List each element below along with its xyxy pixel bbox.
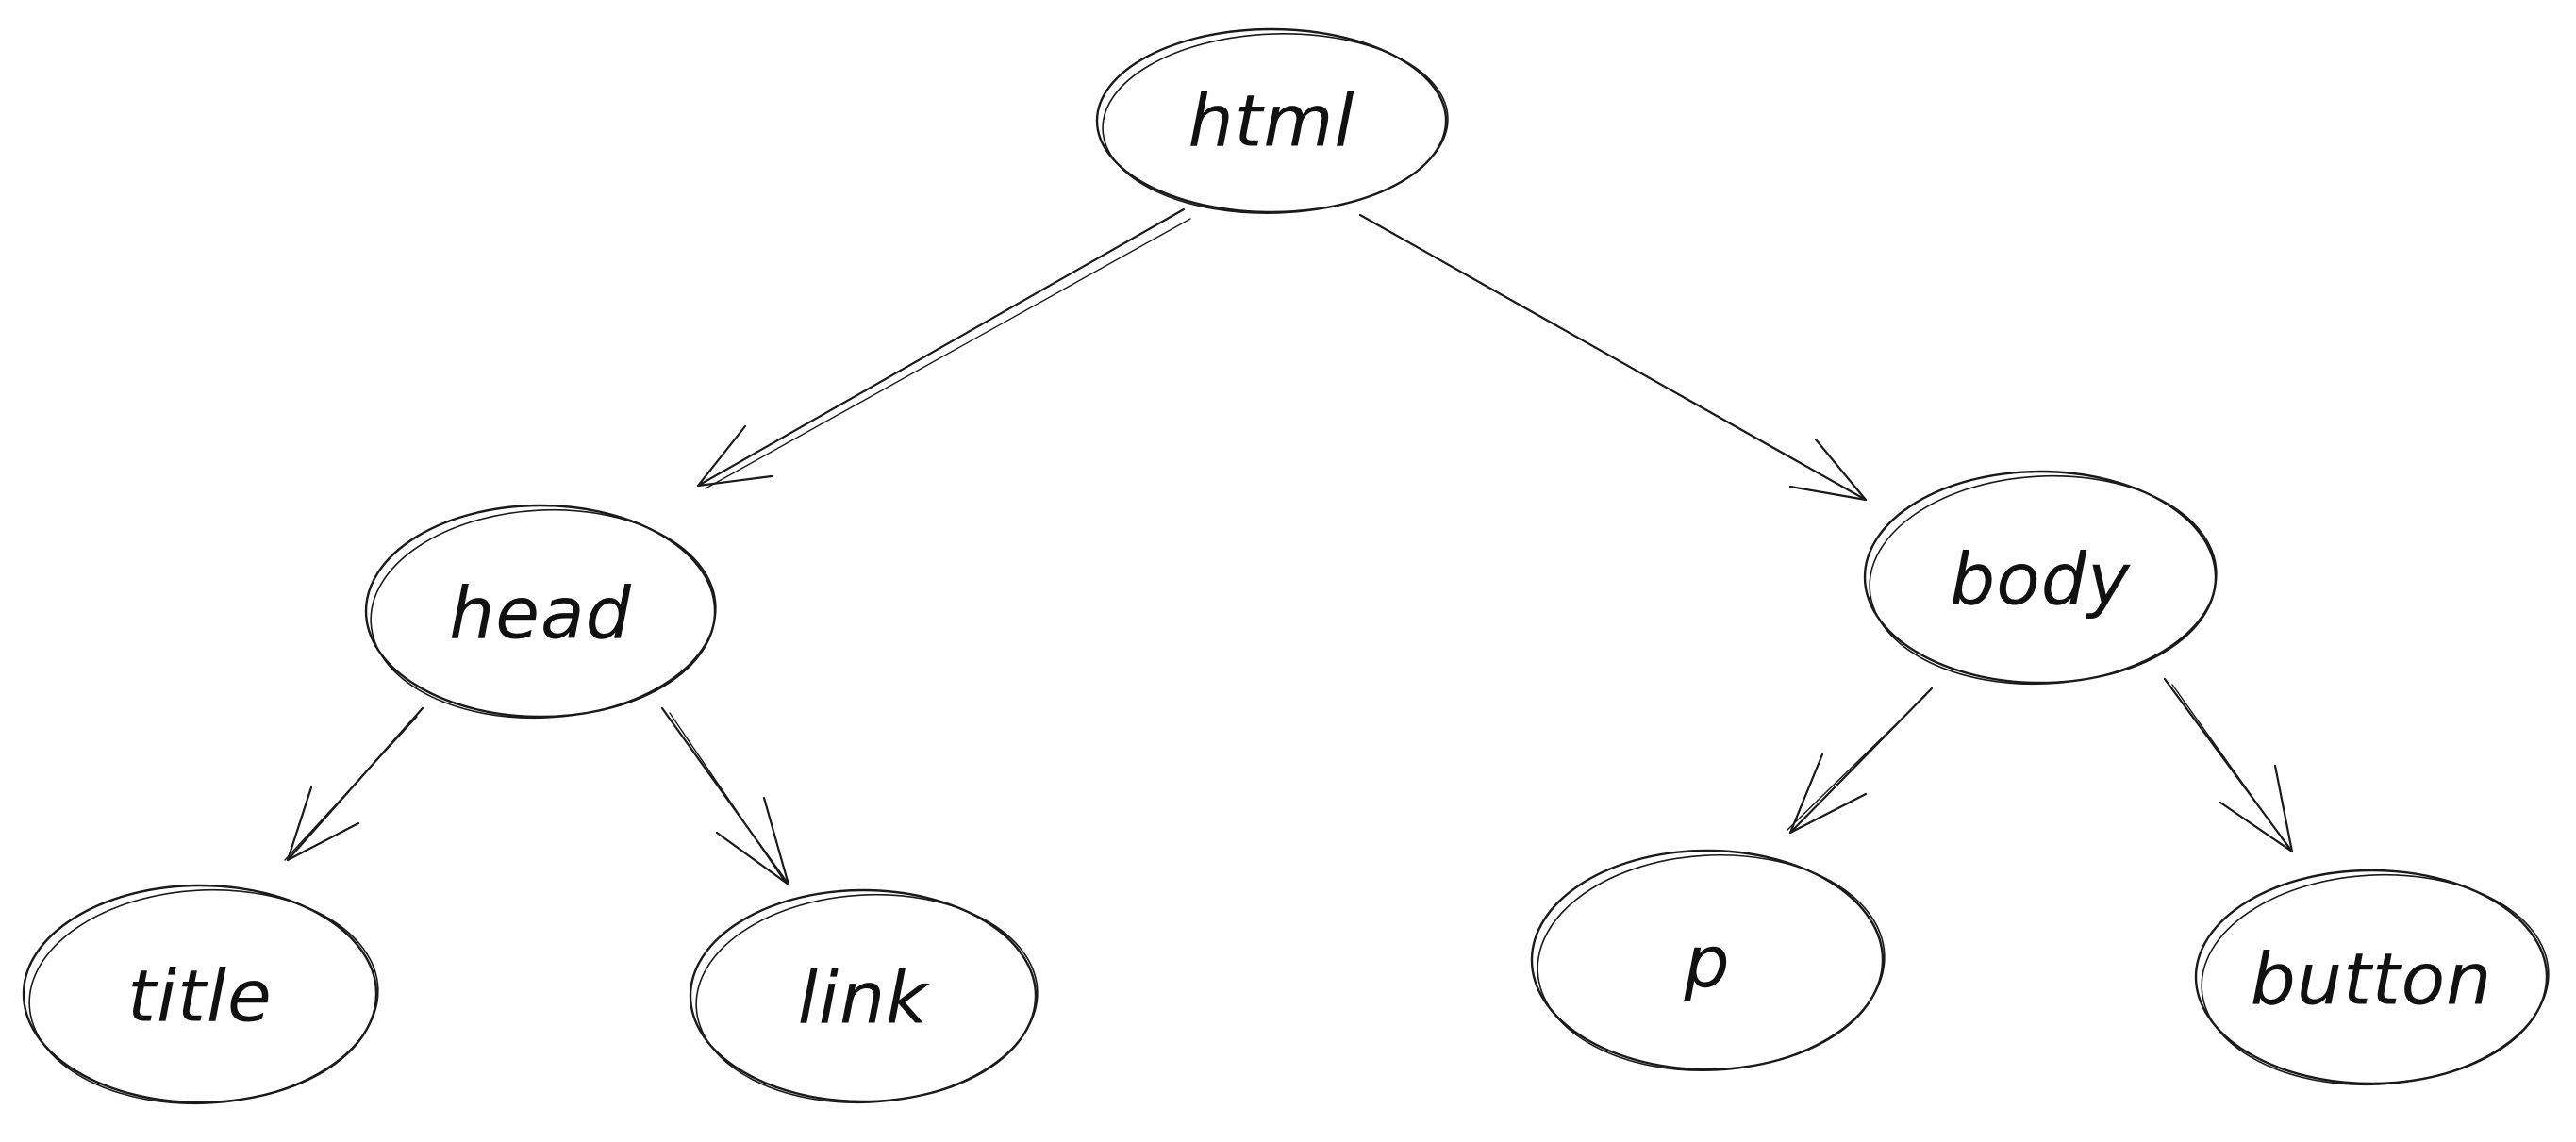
node-label-html: html (1188, 79, 1354, 163)
edges (284, 207, 2294, 886)
arrowhead-icon (715, 796, 790, 886)
node-label-button: button (2251, 937, 2493, 1021)
edge-html-head (696, 207, 1191, 489)
node-link: link (689, 888, 1039, 1104)
node-label-body: body (1950, 538, 2131, 621)
arrowhead-icon (2219, 764, 2294, 853)
nodes: html head body title link p (22, 27, 2550, 1105)
arrowhead-icon (696, 424, 773, 488)
node-title: title (22, 884, 379, 1105)
edge-head-link (660, 706, 790, 886)
edge-html-body (1358, 213, 1868, 502)
edge-body-button (2163, 677, 2294, 853)
node-button: button (2194, 869, 2550, 1086)
node-label-head: head (449, 571, 632, 655)
node-head: head (364, 504, 717, 720)
node-label-title: title (127, 954, 273, 1038)
arrowhead-icon (286, 786, 360, 862)
arrowhead-icon (1788, 753, 1868, 835)
arrowhead-icon (1788, 438, 1868, 502)
node-label-link: link (798, 956, 930, 1040)
node-body: body (1863, 470, 2218, 686)
node-html: html (1095, 27, 1449, 214)
node-p: p (1530, 849, 1886, 1072)
node-label-p: p (1683, 920, 1730, 1004)
edge-head-title (284, 706, 424, 862)
edge-body-p (1787, 687, 1934, 835)
